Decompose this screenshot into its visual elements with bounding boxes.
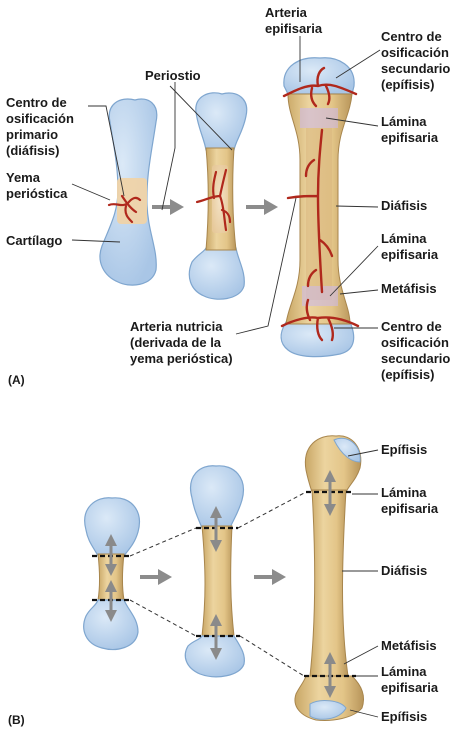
progression-arrow-a2 — [246, 199, 278, 215]
panel-letter-a: (A) — [8, 372, 25, 388]
bone-b3 — [295, 436, 364, 721]
label-arteria-epifisaria: Arteria epifisaria — [265, 5, 322, 37]
progression-arrow-b2 — [254, 569, 286, 585]
label-centro-primario: Centro de osificación primario (diáfisis… — [6, 95, 74, 159]
bone-b2 — [185, 466, 244, 677]
panel-letter-b: (B) — [8, 712, 25, 728]
bone-a1 — [100, 99, 157, 285]
label-centro-secundario-top: Centro de osificación secundario (epífis… — [381, 29, 450, 93]
label-cartilago: Cartílago — [6, 233, 62, 249]
label-periostio: Periostio — [145, 68, 201, 84]
progression-arrow-a1 — [152, 199, 184, 215]
bone-a2 — [189, 93, 246, 299]
cartilage-epiphysis-top-a2 — [196, 93, 247, 150]
label-epifisis-bottom-b: Epífisis — [381, 709, 427, 725]
label-yema-periostica: Yema perióstica — [6, 170, 67, 202]
label-metafisis-a: Metáfisis — [381, 281, 437, 297]
label-lamina-epifisaria-bottom: Lámina epifisaria — [381, 231, 438, 263]
label-epifisis-top-b: Epífisis — [381, 442, 427, 458]
label-lamina-bottom-b: Lámina epifisaria — [381, 664, 438, 696]
label-diafisis-a: Diáfisis — [381, 198, 427, 214]
cartilage-epiphysis-bottom-a2 — [189, 248, 244, 299]
label-centro-secundario-bottom: Centro de osificación secundario (epífis… — [381, 319, 450, 383]
bone-a3 — [281, 58, 358, 357]
bone-b1 — [84, 498, 140, 650]
shaft-b2 — [202, 526, 234, 636]
epiphyseal-plate-top-a3 — [300, 108, 338, 128]
label-lamina-epifisaria-top: Lámina epifisaria — [381, 114, 438, 146]
label-lamina-top-b: Lámina epifisaria — [381, 485, 438, 517]
label-diafisis-b: Diáfisis — [381, 563, 427, 579]
label-metafisis-b: Metáfisis — [381, 638, 437, 654]
label-arteria-nutricia: Arteria nutricia (derivada de la yema pe… — [130, 319, 233, 367]
progression-arrow-b1 — [140, 569, 172, 585]
shaft-b3 — [310, 490, 348, 676]
